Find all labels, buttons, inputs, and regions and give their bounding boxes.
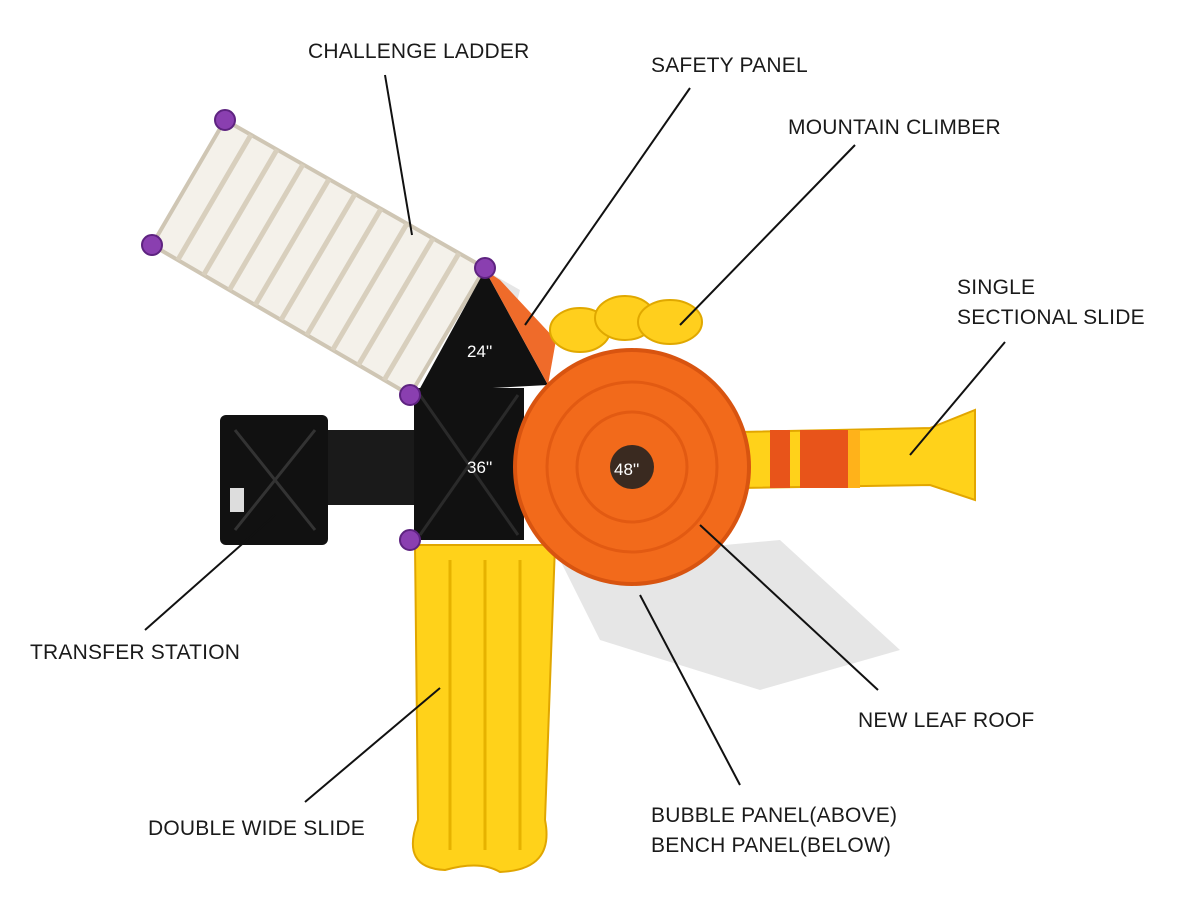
label-challenge-ladder: CHALLENGE LADDER <box>308 40 530 63</box>
posts <box>141 109 496 551</box>
ladder-rung <box>227 163 306 292</box>
label-mountain-climber: MOUNTAIN CLIMBER <box>788 116 1001 139</box>
mountain-climber <box>549 295 703 353</box>
decks <box>414 270 556 540</box>
deck-height-24: 24'' <box>467 342 492 361</box>
ladder-rung <box>278 192 358 322</box>
label-single-slide-2: SECTIONAL SLIDE <box>957 306 1145 329</box>
deck-height-36: 36'' <box>467 458 492 477</box>
ladder-rung <box>304 207 384 337</box>
challenge-ladder <box>149 117 488 398</box>
label-transfer-station: TRANSFER STATION <box>30 641 241 664</box>
label-new-leaf-roof: NEW LEAF ROOF <box>858 709 1035 732</box>
single-sectional-slide <box>739 408 976 502</box>
label-double-wide-slide: DOUBLE WIDE SLIDE <box>148 817 365 840</box>
ladder-rung <box>253 177 332 307</box>
new-leaf-roof <box>513 348 751 586</box>
label-bubble-panel: BUBBLE PANEL(ABOVE) <box>651 804 898 827</box>
transfer-station <box>220 415 420 545</box>
deck-height-48: 48'' <box>614 460 639 479</box>
ladder-rung <box>330 222 410 352</box>
label-single-slide-1: SINGLE <box>957 276 1036 299</box>
double-wide-slide <box>411 544 557 874</box>
ladder-rung <box>382 251 462 382</box>
leader-lines <box>144 74 1006 803</box>
ladder-rung <box>356 237 436 367</box>
ladder-rung <box>201 148 280 277</box>
label-safety-panel: SAFETY PANEL <box>651 54 808 77</box>
ladder-rung <box>175 133 254 262</box>
label-bench-panel: BENCH PANEL(BELOW) <box>651 834 892 857</box>
